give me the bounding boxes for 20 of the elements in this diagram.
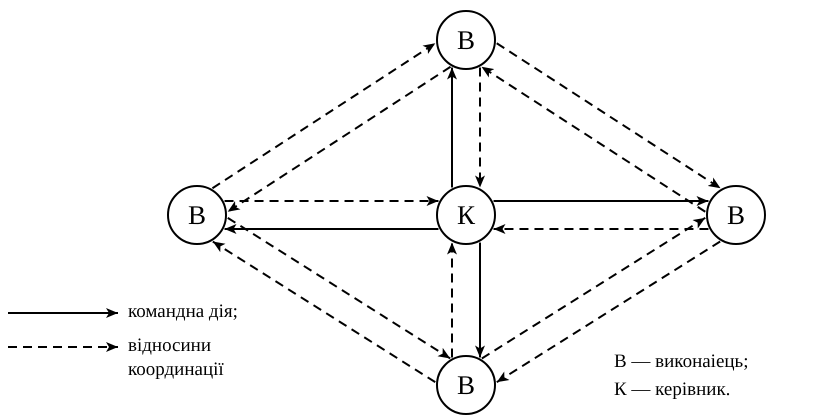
abbreviation-note: В — виконаіець;	[614, 350, 749, 374]
dashed-arrow	[496, 42, 722, 190]
dashed-arrow	[475, 68, 485, 188]
dashed-arrow	[496, 240, 721, 384]
dashed-arrow	[212, 42, 436, 190]
dashed-arrow	[480, 66, 706, 213]
dashed-arrow	[447, 242, 457, 358]
arrow	[224, 224, 438, 234]
arrow	[447, 68, 457, 188]
arrow	[475, 242, 485, 358]
dashed-arrow	[494, 224, 708, 234]
abbreviation-note: К — керівник.	[614, 378, 730, 402]
dashed-arrow	[227, 66, 452, 213]
dashed-arrow	[212, 240, 436, 383]
dashed-arrow	[227, 217, 451, 360]
legend-text: командна дія;	[128, 300, 239, 324]
legend-text: відносини координації	[128, 334, 225, 382]
arrow	[494, 196, 708, 206]
dashed-arrow	[224, 196, 438, 206]
dashed-arrow	[481, 216, 706, 360]
